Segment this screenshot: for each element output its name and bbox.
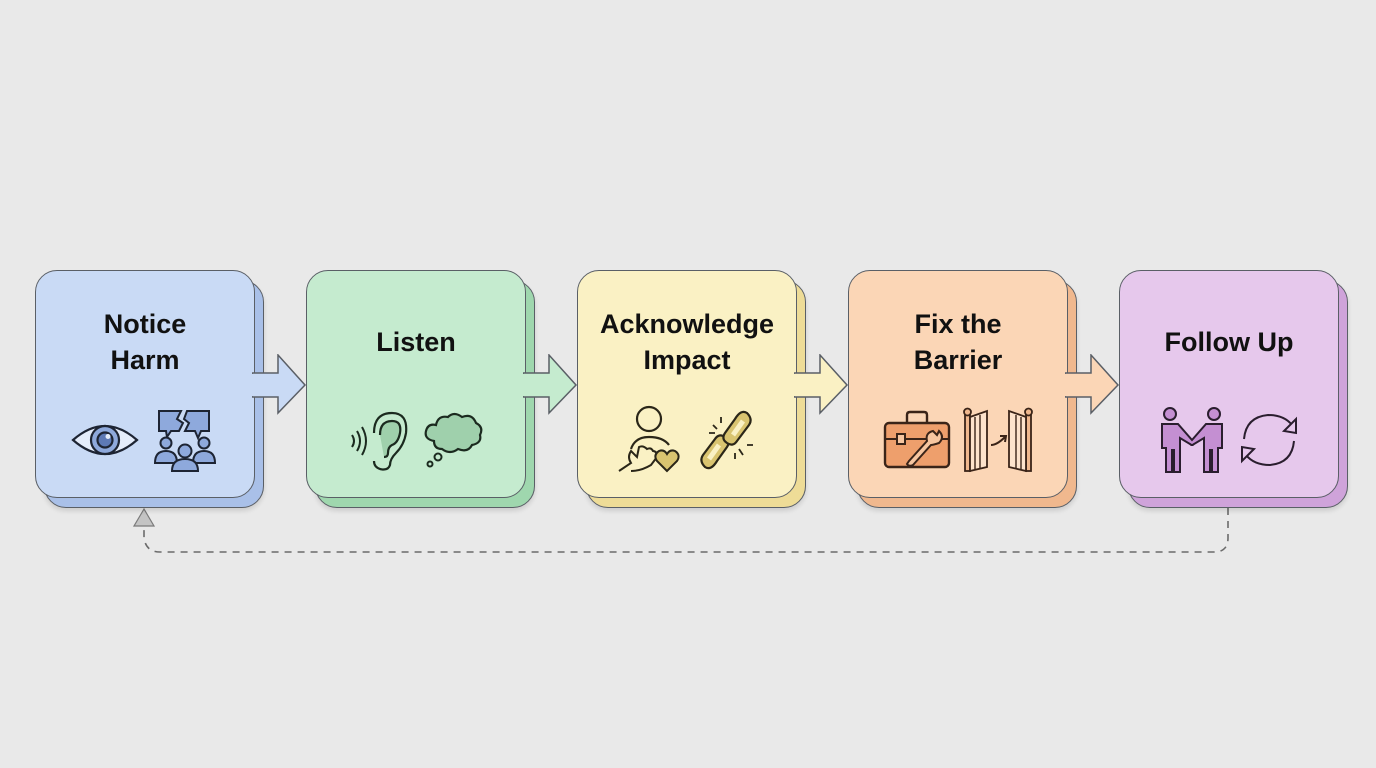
step-listen: Listen [306, 270, 535, 508]
step-title: Listen [376, 327, 456, 357]
step-card: Notice Harm [35, 270, 255, 498]
step-notice-harm: Notice Harm [35, 270, 264, 508]
step-title: Fix the Barrier [913, 309, 1003, 375]
group-conflict-icon [153, 410, 217, 472]
step-card: Follow Up [1119, 270, 1339, 498]
eye-icon [71, 424, 139, 456]
toolbox-wrench-icon [883, 410, 951, 469]
step-acknowledge-impact: Acknowledge Impact [577, 270, 806, 508]
step-title: Notice Harm [103, 309, 187, 375]
step-card: Listen [306, 270, 526, 498]
flow-arrow-2 [523, 354, 578, 415]
broken-chain-icon [700, 410, 753, 470]
thought-bubble-icon [424, 412, 483, 468]
step-fix-the-barrier: Fix the Barrier [848, 270, 1077, 508]
step-icons [1119, 402, 1339, 478]
cycle-arrows-icon [1241, 413, 1297, 467]
open-gate-icon [963, 407, 1033, 473]
ear-listening-icon [351, 411, 408, 471]
flow-arrow-1 [252, 354, 307, 415]
step-icons [577, 402, 797, 478]
step-card: Acknowledge Impact [577, 270, 797, 498]
step-icons [35, 402, 255, 478]
step-title: Acknowledge Impact [599, 309, 775, 375]
step-title: Follow Up [1164, 327, 1294, 357]
flow-arrow-4 [1065, 354, 1120, 415]
step-icons [306, 402, 526, 478]
handshake-people-icon [1161, 407, 1223, 473]
step-follow-up: Follow Up [1119, 270, 1348, 508]
step-icons [848, 402, 1068, 478]
hand-on-heart-icon [618, 405, 680, 473]
flow-arrow-3 [794, 354, 849, 415]
